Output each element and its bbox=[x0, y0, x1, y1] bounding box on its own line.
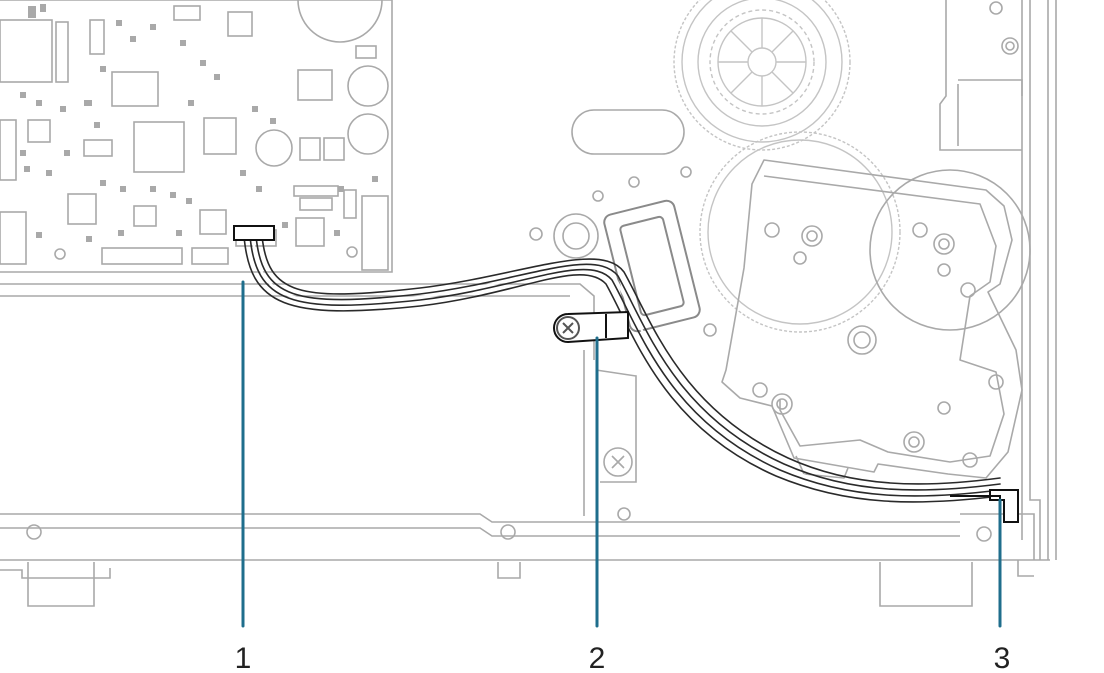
frame-plate bbox=[0, 0, 1057, 607]
oval-slot bbox=[571, 109, 685, 155]
callout-leaders bbox=[241, 280, 1002, 628]
gear-middle bbox=[699, 131, 901, 333]
cable-white-gaps bbox=[251, 237, 1001, 495]
motor bbox=[869, 169, 1031, 331]
callout-1-label: 1 bbox=[235, 642, 252, 673]
cable-harness bbox=[243, 235, 1001, 503]
circuit-board bbox=[0, 0, 393, 273]
cable-clamp bbox=[553, 310, 629, 344]
board-small-components bbox=[20, 4, 378, 242]
connector-1 bbox=[233, 225, 275, 241]
callout-3-label: 3 bbox=[994, 642, 1011, 673]
frame-holes bbox=[26, 1, 1019, 542]
callout-2-label: 2 bbox=[589, 642, 606, 673]
screw-icon bbox=[603, 447, 633, 477]
motor-bracket bbox=[721, 159, 1023, 479]
standoff bbox=[553, 213, 599, 259]
gear-top bbox=[673, 0, 851, 151]
